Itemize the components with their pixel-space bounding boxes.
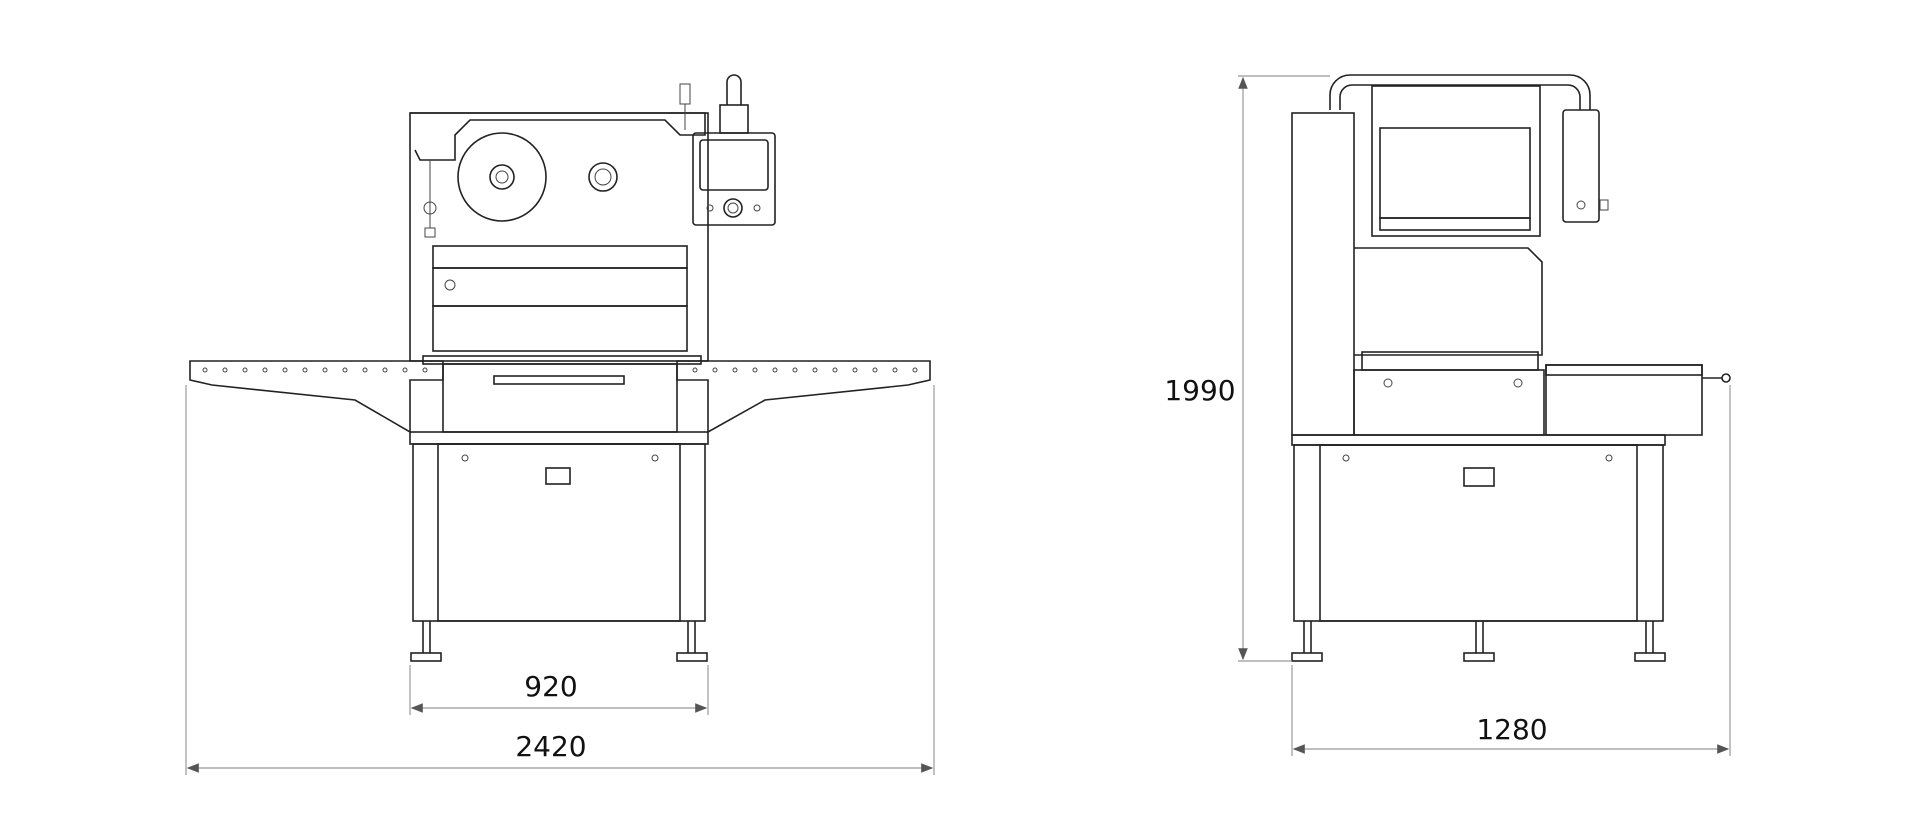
leg-span-label: 920 (524, 670, 577, 703)
drawer-handle (1721, 373, 1731, 383)
top-hose (1329, 74, 1591, 110)
side-control-panel (1562, 109, 1600, 223)
light-tower (726, 74, 742, 105)
sealing-head-top (432, 245, 688, 269)
overall-width-label: 2420 (515, 730, 586, 763)
overall-height-label: 1990 (1164, 374, 1235, 407)
panel-mount (719, 104, 749, 134)
leveling-foot (676, 652, 708, 662)
side-worktop (1291, 434, 1666, 446)
worktop (409, 431, 709, 445)
front-view (185, 74, 935, 775)
control-panel (692, 132, 776, 226)
touch-screen (699, 139, 769, 191)
leveling-foot (1634, 652, 1666, 662)
leveling-foot (1291, 652, 1323, 662)
main-switch (545, 467, 571, 485)
lower-cabinet (412, 443, 706, 622)
gear-wheel (588, 162, 618, 192)
sealing-housing (1354, 247, 1543, 356)
film-plate (410, 112, 706, 161)
side-switch (1463, 467, 1495, 487)
side-view (1238, 74, 1731, 756)
leveling-foot (410, 652, 442, 662)
film-roll (457, 132, 547, 222)
leveling-foot (1463, 652, 1495, 662)
side-column (1291, 112, 1355, 436)
film-unit (1371, 85, 1541, 237)
tray-mould (442, 363, 678, 433)
side-cabinet (1293, 444, 1664, 622)
overall-depth-label: 1280 (1476, 713, 1547, 746)
